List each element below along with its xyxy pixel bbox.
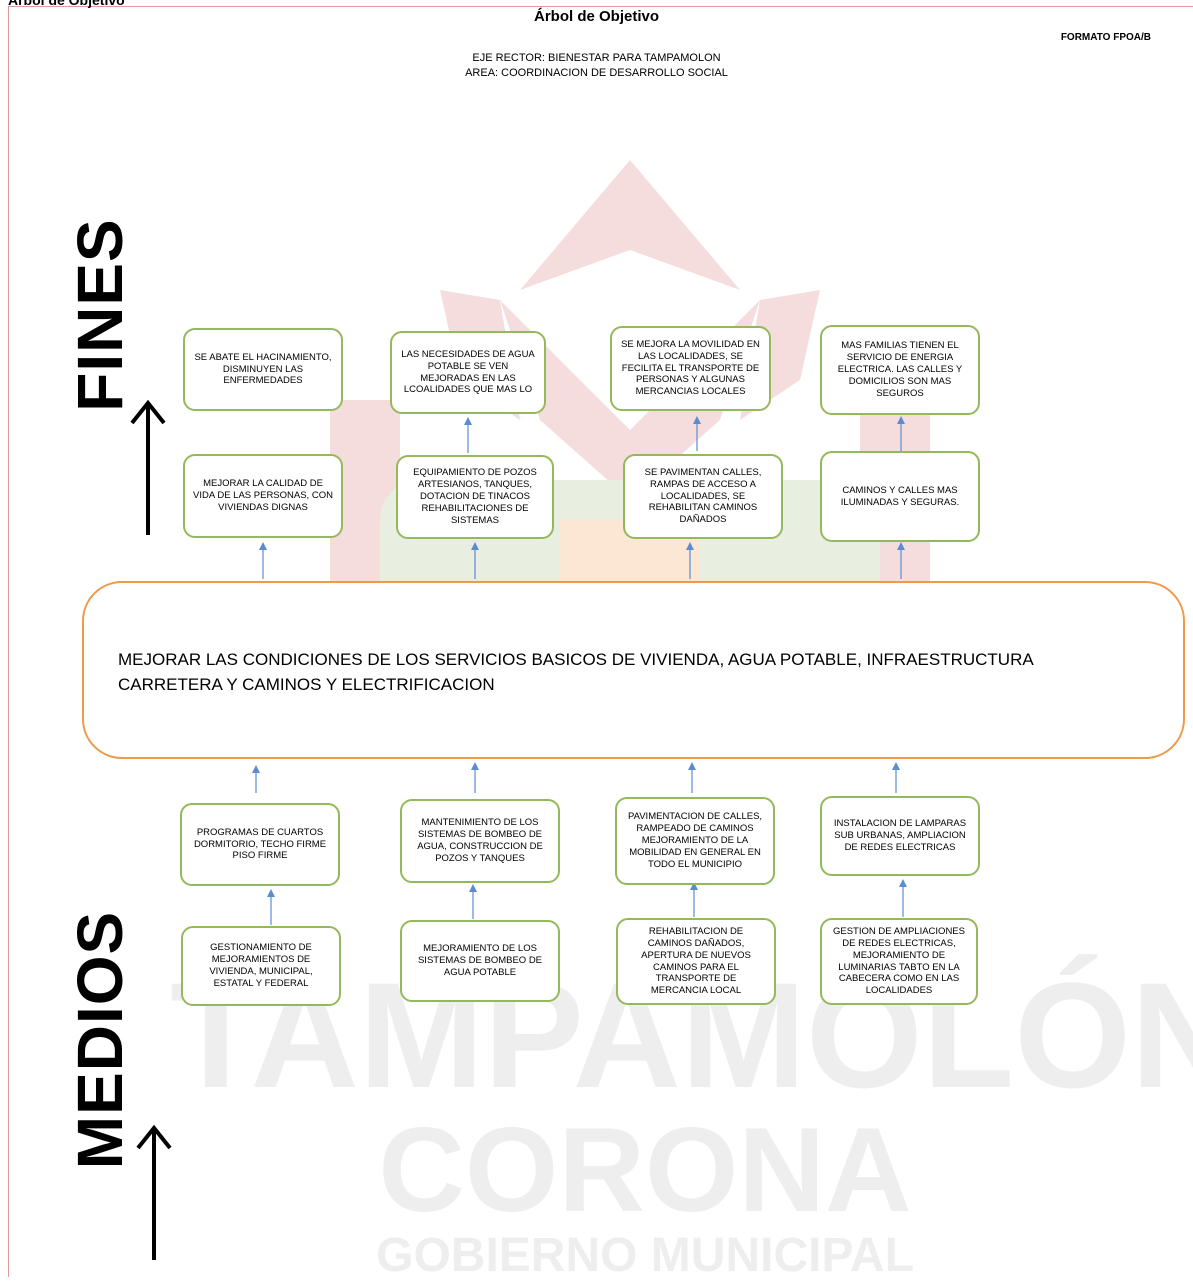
- medio-box-2-bottom-text: MEJORAMIENTO DE LOS SISTEMAS DE BOMBEO D…: [417, 943, 543, 978]
- medio-box-2-top-text: MANTENIMIENTO DE LOS SISTEMAS DE BOMBEO …: [417, 817, 543, 864]
- fin-box-2-top-text: LAS NECESIDADES DE AGUA POTABLE SE VEN M…: [401, 348, 535, 396]
- fin-box-1-bottom: MEJORAR LA CALIDAD DE VIDA DE LAS PERSON…: [183, 454, 343, 538]
- medio-box-1-bottom: GESTIONAMIENTO DE MEJORAMIENTOS DE VIVIE…: [181, 926, 341, 1006]
- fin-box-1-top: SE ABATE EL HACINAMIENTO, DISMINUYEN LAS…: [183, 328, 343, 411]
- fin-box-4-bottom: CAMINOS Y CALLES MAS ILUMINADAS Y SEGURA…: [820, 451, 980, 542]
- medio-box-4-bottom-text: GESTION DE AMPLIACIONES DE REDES ELECTRI…: [833, 925, 965, 997]
- medio-box-4-top-text: INSTALACION DE LAMPARAS SUB URBANAS, AMP…: [833, 818, 967, 853]
- fin-box-4-top-text: MAS FAMILIAS TIENEN EL SERVICIO DE ENERG…: [837, 340, 963, 399]
- medio-box-1-bottom-text: GESTIONAMIENTO DE MEJORAMIENTOS DE VIVIE…: [209, 942, 313, 989]
- fin-box-2-bottom-text: EQUIPAMIENTO DE POZOS ARTESIANOS, TANQUE…: [413, 467, 537, 526]
- clipped-top-title: Árbol de Objetivo: [8, 0, 125, 8]
- medio-box-3-top: PAVIMENTACION DE CALLES, RAMPEADO DE CAM…: [615, 797, 775, 885]
- fin-box-2-top: LAS NECESIDADES DE AGUA POTABLE SE VEN M…: [390, 331, 546, 414]
- fin-box-1-bottom-text: MEJORAR LA CALIDAD DE VIDA DE LAS PERSON…: [193, 478, 333, 513]
- fines-up-arrow-icon: [130, 399, 166, 535]
- frame-left-border: [8, 6, 9, 1277]
- medio-box-3-top-text: PAVIMENTACION DE CALLES, RAMPEADO DE CAM…: [627, 811, 763, 870]
- medios-up-arrow-icon: [136, 1124, 172, 1260]
- frame-top-border: [8, 6, 1193, 7]
- fin-box-4-bottom-text: CAMINOS Y CALLES MAS ILUMINADAS Y SEGURA…: [840, 484, 960, 508]
- medio-box-3-bottom: REHABILITACION DE CAMINOS DAÑADOS, APERT…: [616, 918, 776, 1005]
- fin-box-3-bottom-text: SE PAVIMENTAN CALLES, RAMPAS DE ACCESO A…: [644, 466, 762, 526]
- format-code: FORMATO FPOA/B: [1060, 32, 1151, 43]
- central-goal-box: [82, 581, 1185, 759]
- fin-box-3-bottom: SE PAVIMENTAN CALLES, RAMPAS DE ACCESO A…: [623, 454, 783, 539]
- medio-box-2-top: MANTENIMIENTO DE LOS SISTEMAS DE BOMBEO …: [400, 799, 560, 883]
- fin-box-1-top-text: SE ABATE EL HACINAMIENTO, DISMINUYEN LAS…: [194, 351, 332, 387]
- watermark-text-line3: GOBIERNO MUNICIPAL: [376, 1229, 914, 1282]
- area-label: AREA: COORDINACION DE DESARROLLO SOCIAL: [465, 67, 728, 79]
- medio-box-4-top: INSTALACION DE LAMPARAS SUB URBANAS, AMP…: [820, 796, 980, 876]
- medio-box-1-top: PROGRAMAS DE CUARTOS DORMITORIO, TECHO F…: [180, 803, 340, 886]
- medio-box-3-bottom-text: REHABILITACION DE CAMINOS DAÑADOS, APERT…: [641, 925, 751, 997]
- fin-box-2-bottom: EQUIPAMIENTO DE POZOS ARTESIANOS, TANQUE…: [396, 455, 554, 539]
- central-goal-text: MEJORAR LAS CONDICIONES DE LOS SERVICIOS…: [118, 650, 1033, 694]
- fin-box-4-top: MAS FAMILIAS TIENEN EL SERVICIO DE ENERG…: [820, 325, 980, 415]
- page-title: Árbol de Objetivo: [533, 8, 659, 25]
- fin-box-3-top: SE MEJORA LA MOVILIDAD EN LAS LOCALIDADE…: [610, 326, 771, 411]
- medio-box-4-bottom: GESTION DE AMPLIACIONES DE REDES ELECTRI…: [820, 918, 978, 1005]
- fin-box-3-top-text: SE MEJORA LA MOVILIDAD EN LAS LOCALIDADE…: [621, 338, 760, 398]
- medio-box-1-top-text: PROGRAMAS DE CUARTOS DORMITORIO, TECHO F…: [193, 826, 327, 862]
- medio-box-2-bottom: MEJORAMIENTO DE LOS SISTEMAS DE BOMBEO D…: [400, 920, 560, 1002]
- eje-rector: EJE RECTOR: BIENESTAR PARA TAMPAMOLON: [472, 52, 721, 64]
- watermark-text-line2: CORONA: [378, 1103, 912, 1237]
